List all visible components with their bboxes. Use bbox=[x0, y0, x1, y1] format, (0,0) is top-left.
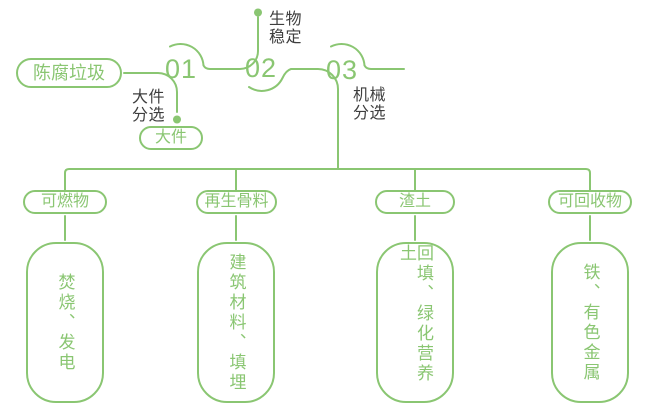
node-combustible: 可燃物 bbox=[23, 190, 107, 214]
detail-box-combustible: 焚烧、发电 bbox=[26, 242, 104, 403]
branch-bar bbox=[64, 168, 591, 191]
detail-text: 回填、绿化营养土 bbox=[397, 244, 433, 384]
detail-text: 建筑材料、填埋 bbox=[226, 252, 246, 393]
connector-dot bbox=[254, 8, 262, 17]
connector-dot bbox=[173, 115, 181, 124]
step-number-3: 03 bbox=[325, 55, 359, 85]
detail-box-slag-soil: 回填、绿化营养土 bbox=[376, 242, 454, 403]
detail-box-recyclable: 铁、有色金属 bbox=[551, 242, 629, 403]
line-step1-to-step2 bbox=[169, 16, 259, 70]
step1-process-label: 大件分选 bbox=[132, 89, 166, 124]
line-root-to-step1 bbox=[123, 72, 178, 113]
step-number-1: 01 bbox=[164, 54, 198, 84]
node-source: 陈腐垃圾 bbox=[16, 58, 122, 88]
step-number-2: 02 bbox=[244, 53, 278, 83]
node-bulky-output: 大件 bbox=[139, 126, 203, 150]
detail-box-recycled-aggregate: 建筑材料、填埋 bbox=[197, 242, 275, 403]
detail-text: 焚烧、发电 bbox=[55, 272, 75, 373]
node-slag-soil: 渣土 bbox=[375, 190, 455, 214]
node-recyclable: 可回收物 bbox=[548, 190, 632, 214]
detail-text: 铁、有色金属 bbox=[580, 262, 600, 383]
line-step2-to-step3 bbox=[248, 68, 339, 169]
step3-process-label: 机械分选 bbox=[353, 87, 387, 122]
node-recycled-aggregate: 再生骨料 bbox=[196, 190, 277, 214]
pill-box-connectors bbox=[64, 215, 591, 241]
step2-process-label: 生物稳定 bbox=[269, 11, 303, 46]
line-step3-out bbox=[330, 42, 405, 70]
